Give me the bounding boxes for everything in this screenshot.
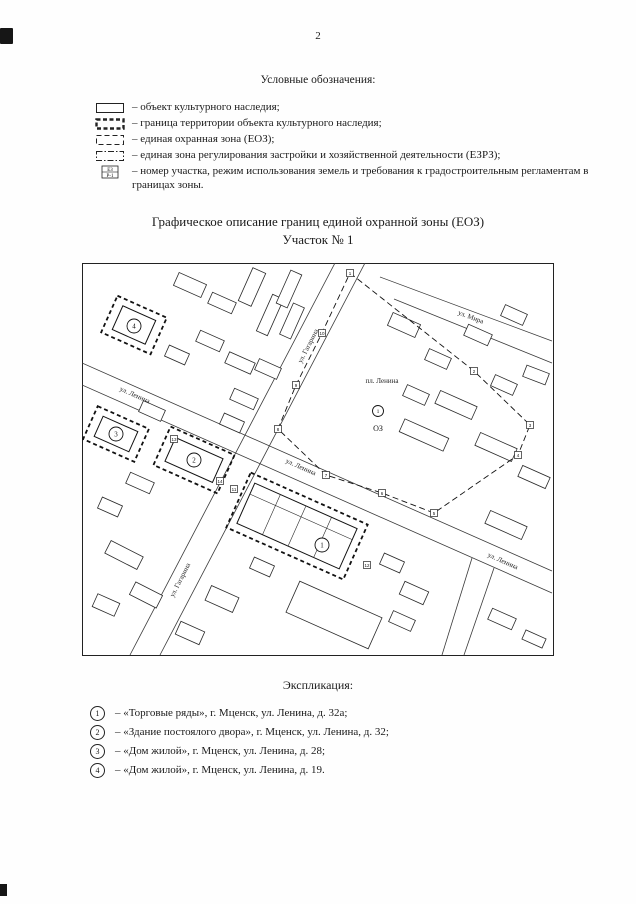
object-marker-1 (314, 537, 330, 553)
boundary-point-box (514, 451, 522, 460)
eoz-boundary-symbol (96, 135, 124, 145)
plot-number-box-symbol: ЕЗР-1 (101, 165, 119, 179)
boundary-point-number: 9 (295, 383, 298, 388)
explication-item-label: – «Дом жилой», г. Мценск, ул. Ленина, д.… (115, 764, 325, 777)
explication-list: 1 – «Торговые ряды», г. Мценск, ул. Ленин… (90, 706, 596, 779)
explication-item-number: 1 (90, 706, 105, 722)
explication-item: 4 – «Дом жилой», г. Мценск, ул. Ленина, д… (90, 763, 596, 779)
scan-artifact (0, 884, 7, 896)
boundary-point-box (363, 561, 371, 570)
territory-boundary-3 (82, 405, 151, 464)
legend-list: – объект культурного наследия; – граница … (95, 101, 598, 193)
boundary-point-number: 7 (325, 473, 328, 478)
explication-item-label: – «Торговые ряды», г. Мценск, ул. Ленина… (115, 707, 348, 720)
scan-artifact (0, 28, 13, 44)
boundary-point-number: 12 (364, 563, 370, 568)
boundary-point-number: 6 (381, 491, 384, 496)
explication-title: Экспликация: (282, 678, 354, 693)
oz-marker-circle (372, 405, 384, 418)
boundary-point-box (526, 421, 534, 430)
legend-item: – граница территории объекта культурного… (95, 117, 598, 131)
boundary-point-box (274, 425, 282, 434)
explication-item: 2 – «Здание постоялого двора», г. Мценск,… (90, 725, 596, 741)
legend-item-label: – единая охранная зона (ЕОЗ); (132, 133, 275, 145)
object-marker-4 (126, 318, 142, 334)
legend-item: – объект культурного наследия; (95, 101, 598, 115)
plot-number-symbol-text: Р-1 (107, 174, 114, 179)
boundary-point-box (346, 269, 354, 278)
explication-item: 3 – «Дом жилой», г. Мценск, ул. Ленина, д… (90, 744, 596, 760)
oz-marker-number: 1 (377, 409, 380, 415)
boundary-point-box (378, 489, 386, 498)
map-title-line1: Графическое описание границ единой охран… (151, 213, 485, 229)
boundary-point-box (216, 477, 224, 486)
eoz-boundary-line (277, 272, 531, 514)
boundary-point-box (470, 367, 478, 376)
territory-boundary-2 (152, 425, 236, 495)
streets-layer (82, 263, 553, 656)
oz-zone-label: ОЗ (373, 424, 383, 433)
object-marker-2 (186, 452, 202, 468)
boundary-point-box (230, 485, 238, 494)
street-label-pl-lenina: пл. Ленина (366, 377, 400, 385)
map-title: Графическое описание границ единой охран… (0, 213, 636, 251)
boundary-point-number: 2 (473, 369, 476, 374)
explication-item-label: – «Дом жилой», г. Мценск, ул. Ленина, д.… (115, 745, 326, 758)
boundary-point-box (318, 329, 326, 338)
legend-item-label: – граница территории объекта культурного… (132, 117, 382, 129)
boundary-point-box (322, 471, 330, 480)
legend-title: Условные обозначения: (260, 74, 376, 86)
legend-item: – единая зона регулирования застройки и … (95, 149, 598, 163)
explication-item-number: 2 (90, 725, 105, 741)
map-title-line2: Участок № 1 (282, 232, 354, 248)
legend-item-label: – номер участка, режим использования зем… (132, 165, 589, 191)
boundary-point-number: 5 (433, 511, 436, 516)
page-number: 2 (315, 30, 321, 42)
legend-item: – единая охранная зона (ЕОЗ); (95, 133, 598, 147)
plot-number-symbol-text: ЕЗ (107, 168, 113, 173)
object-marker-number: 2 (192, 457, 196, 465)
boundary-point-number: 3 (529, 423, 532, 428)
explication-item: 1 – «Торговые ряды», г. Мценск, ул. Ленин… (90, 706, 596, 722)
boundary-point-number: 14 (217, 479, 223, 484)
ezrz-boundary-symbol (96, 151, 124, 161)
boundary-point-box (170, 435, 178, 444)
explication-item-number: 3 (90, 744, 105, 760)
boundary-point-number: 11 (232, 487, 237, 492)
object-marker-3 (108, 426, 124, 442)
boundary-point-box (292, 381, 300, 390)
object-outline-symbol (96, 103, 124, 113)
legend-item-label: – единая зона регулирования застройки и … (132, 149, 501, 161)
boundary-point-number: 8 (277, 427, 280, 432)
legend-item-label: – объект культурного наследия; (132, 101, 280, 113)
object-marker-number: 1 (320, 542, 324, 550)
boundary-point-box (430, 509, 438, 518)
buildings-layer (91, 267, 551, 650)
boundary-point-number: 10 (319, 331, 325, 336)
explication-item-number: 4 (90, 763, 105, 779)
territory-boundary-symbol (95, 118, 125, 130)
object-marker-number: 4 (132, 323, 136, 331)
explication-item-label: – «Здание постоялого двора», г. Мценск, … (115, 726, 389, 739)
boundary-point-number: 1 (349, 271, 352, 276)
boundary-point-number: 4 (517, 453, 520, 458)
object-marker-number: 3 (114, 431, 118, 439)
boundary-point-number: 13 (171, 437, 177, 442)
